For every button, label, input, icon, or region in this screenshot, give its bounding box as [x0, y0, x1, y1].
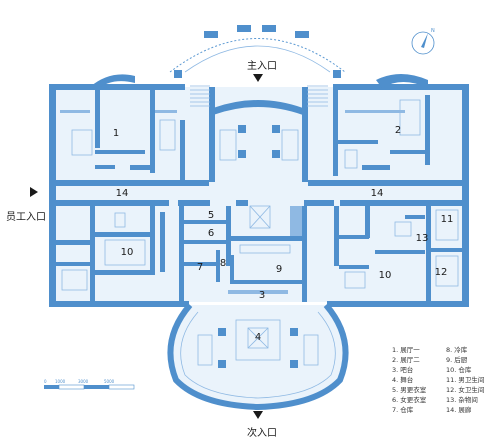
west-storage-block: [56, 206, 165, 301]
secondary-entrance-arrow-icon: [253, 411, 263, 419]
room-number-9: 9: [276, 264, 282, 275]
room-number-6: 6: [208, 228, 214, 239]
legend-item-5: 5. 男更衣室: [392, 385, 427, 394]
svg-text:N: N: [431, 28, 435, 34]
legend-item-8: 8. 冷库: [446, 345, 468, 354]
scale-tick-5000: 5000: [104, 379, 115, 384]
legend-item-11: 11. 男卫生间: [446, 375, 484, 384]
main-entrance-arrow-icon: [253, 74, 263, 82]
legend-item-14: 14. 展廊: [446, 405, 472, 414]
legend-item-1: 1. 展厅一: [392, 346, 420, 354]
legend-item-2: 2. 展厅二: [392, 356, 420, 364]
staff-entrance-arrow-icon: [30, 187, 38, 197]
room-number-7: 7: [197, 262, 203, 273]
room-number-12: 12: [435, 267, 448, 278]
hall-1: [60, 88, 185, 180]
scale-bar: 0 1000 3000 5000: [44, 379, 135, 390]
central-lobby: [219, 125, 299, 161]
room-number-3: 3: [259, 290, 265, 301]
room-number-4: 4: [255, 332, 261, 343]
room-number-14-east: 14: [371, 188, 384, 199]
room-number-14-west: 14: [116, 188, 129, 199]
room-number-10-west: 10: [121, 247, 134, 258]
legend-item-6: 6. 女更衣室: [392, 395, 427, 404]
outer-walls: [49, 74, 469, 307]
north-portico: [169, 25, 346, 78]
gallery-corridor: [51, 180, 467, 206]
legend-item-4: 4. 舞台: [392, 375, 413, 384]
scale-tick-0: 0: [44, 379, 47, 384]
room-number-11: 11: [441, 214, 454, 225]
room-numbers: 1 2 14 14 5 6 7 8 9 3 4 10 10 11 12 13: [113, 125, 454, 343]
room-number-8: 8: [220, 258, 226, 269]
staff-entrance-label: 员工入口: [6, 211, 46, 223]
legend-item-9: 9. 后厨: [446, 355, 468, 364]
room-number-1: 1: [113, 128, 119, 139]
room-number-5: 5: [208, 210, 214, 221]
hall-2: [333, 88, 430, 176]
room-number-10-east: 10: [379, 270, 392, 281]
legend-item-7: 7. 仓库: [392, 405, 414, 414]
room-number-2: 2: [395, 125, 401, 136]
bar-area: [228, 290, 288, 294]
room-number-13: 13: [416, 233, 429, 244]
legend-item-3: 3. 吧台: [392, 365, 413, 374]
east-service-block: [334, 206, 462, 301]
main-entrance-label: 主入口: [247, 60, 277, 72]
legend-item-13: 13. 杂物间: [446, 395, 478, 404]
legend: 1. 展厅一 2. 展厅二 3. 吧台 4. 舞台 5. 男更衣室 6. 女更衣…: [392, 345, 484, 414]
legend-item-12: 12. 女卫生间: [446, 385, 484, 394]
compass-north-icon: N: [411, 28, 435, 55]
scale-tick-3000: 3000: [78, 379, 89, 384]
kitchen-block: [179, 205, 307, 302]
legend-item-10: 10. 仓库: [446, 365, 472, 374]
secondary-entrance-label: 次入口: [247, 426, 277, 439]
scale-tick-1000: 1000: [55, 379, 66, 384]
stage-rotunda: [167, 303, 349, 411]
entry-stairs: [190, 85, 328, 107]
